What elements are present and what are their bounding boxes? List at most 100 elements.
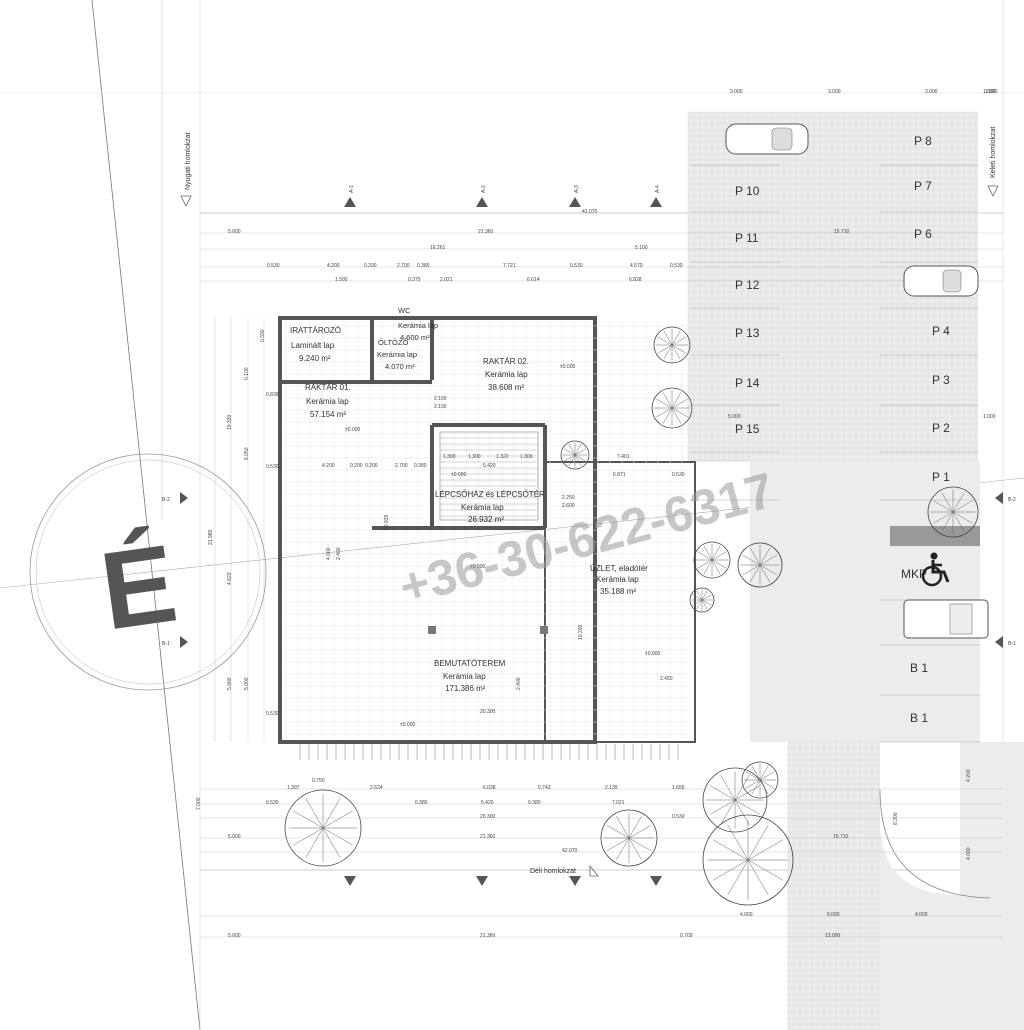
dim-label: 7.721 (503, 263, 516, 269)
dim-label: 2.624 (370, 785, 383, 791)
tree-canopy (651, 387, 693, 429)
dim-label: 4.000 (966, 847, 972, 860)
facade-marker (589, 864, 599, 877)
tree-branch (656, 407, 673, 418)
parking-spot-label: P 14 (735, 376, 760, 390)
tree-branch (711, 545, 721, 561)
section-label: A-2 (481, 185, 487, 193)
north-circle (29, 453, 267, 691)
parking-spot-label: B 1 (910, 661, 928, 675)
tree-branch (747, 859, 769, 896)
section-arrow (995, 492, 1003, 504)
room-name: RAKTÁR 02. (483, 357, 529, 366)
tree-canopy (560, 440, 590, 470)
tree-icon (651, 387, 693, 429)
tree-icon (653, 326, 691, 364)
tree-branch (697, 559, 713, 569)
tree-branch (671, 398, 688, 409)
dim-label: 4.200 (966, 769, 972, 782)
tree-branch (742, 554, 761, 566)
dim-label: 0.380 (528, 800, 541, 806)
tree-branch (616, 837, 630, 860)
dim-label: 2.700 (395, 463, 408, 469)
tree-branch (671, 330, 681, 346)
parking-spot-label: P 1 (932, 470, 950, 484)
tree-branch (952, 500, 973, 513)
dim-label: 0.330 (260, 329, 266, 342)
dim-label: 8.050 (244, 447, 250, 460)
tree-branch (607, 825, 630, 839)
section-label: B-1 (162, 641, 170, 647)
level-mark: ±0.000 (345, 427, 360, 433)
west-facade-label: Nyugati homlokzat (185, 132, 192, 190)
tree-branch (720, 799, 736, 826)
tree-branch (322, 827, 341, 858)
tree-branch (692, 594, 703, 601)
dim-label: 3.000 (925, 89, 938, 95)
tree-icon (927, 486, 979, 538)
tree-branch (628, 837, 642, 860)
dim-label: 1.000 (983, 414, 996, 420)
dim-label: 7.000 (196, 797, 202, 810)
dim-label: 5.000 (228, 834, 241, 840)
stair (439, 431, 539, 521)
tree-canopy (600, 809, 658, 867)
accessible-zone-marking (890, 526, 980, 546)
section-markers-bottom (344, 876, 662, 886)
tree-branch (663, 344, 673, 360)
dim-label: 4.000 (326, 547, 332, 560)
dimension-labels: 3.000 3.000 3.000 1.000 42.070 5.000 21.… (196, 89, 998, 939)
tree-branch (628, 825, 651, 839)
dim-label: 20.300 (480, 709, 496, 715)
tree-branch (628, 837, 651, 851)
tree-branch (697, 551, 713, 561)
dim-label: 21.989 (208, 529, 214, 545)
tree-canopy (284, 789, 362, 867)
tree-canopy (653, 326, 691, 364)
dim-label: 4.000 (740, 912, 753, 918)
section-label: A-1 (349, 185, 355, 193)
tree-icon (560, 440, 590, 470)
room-area: 35.188 m² (600, 587, 636, 596)
section-arrow (180, 492, 188, 504)
dim-label: 1.000 (983, 89, 996, 95)
dim-label: 0.530 (672, 472, 685, 478)
section-arrow (180, 636, 188, 648)
dim-label: 0.200 (364, 263, 377, 269)
tree-branch (322, 798, 341, 829)
dim-label: 5.100 (635, 245, 648, 251)
dim-label: 4.000 (915, 912, 928, 918)
tree-branch (734, 799, 750, 826)
tree-icon (693, 541, 731, 579)
dim-label: 2.100 (434, 396, 447, 402)
tree-branch (745, 771, 761, 781)
room-area: 38.608 m² (488, 383, 524, 392)
dim-label: 5.000 (228, 933, 241, 939)
dim-label: 2.400 (336, 547, 342, 560)
tree-branch (701, 590, 708, 601)
tree-branch (574, 454, 582, 467)
section-label: B-1 (1008, 641, 1016, 647)
tree-branch (568, 443, 576, 456)
room-area: 9.240 m² (299, 354, 331, 363)
tree-branch (711, 559, 727, 569)
tree-canopy (689, 587, 715, 613)
tree-branch (952, 492, 965, 513)
north-arrow: É (29, 453, 267, 691)
tree-branch (563, 448, 576, 456)
wheelchair-icon (921, 552, 950, 587)
tree-branch (742, 564, 761, 576)
phone-watermark: +36-30-622-6317 (393, 462, 779, 616)
dim-label: 2.450 (660, 676, 673, 682)
tree-branch (727, 824, 749, 861)
room-floor: Laminált lap (291, 341, 335, 350)
dim-label: 0.100 (244, 367, 250, 380)
room-floor: Kerámia lap (596, 575, 639, 584)
dim-label: 1.655 (672, 785, 685, 791)
tree-branch (759, 547, 771, 566)
tree-branch (749, 547, 761, 566)
dim-label: 8.200 (893, 812, 899, 825)
parking-grid (687, 111, 978, 1030)
dim-label: 10.330 (227, 414, 233, 430)
tree-branch (305, 827, 324, 858)
